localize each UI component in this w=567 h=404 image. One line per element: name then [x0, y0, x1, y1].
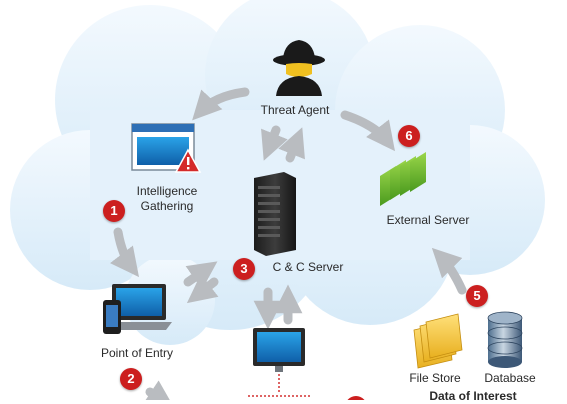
arrow-entry-down [142, 380, 175, 400]
point-of-entry-icon [103, 284, 172, 334]
step-badge-partial [347, 396, 365, 400]
step-badge-5: 5 [466, 285, 488, 307]
intelligence-gathering-label: Intelligence Gathering [136, 184, 198, 213]
threat-agent-label: Threat Agent [260, 103, 330, 117]
step-badge-1: 1 [103, 200, 125, 222]
arrow-agent-to-intel [192, 87, 250, 121]
arrow-data-to-external [431, 247, 467, 295]
data-of-interest-label: Data of Interest [429, 389, 517, 403]
arrow-agent-to-external [340, 110, 396, 152]
target-monitor-icon [248, 328, 312, 397]
threat-agent-icon [273, 40, 325, 96]
step-badge-2: 2 [120, 368, 142, 390]
flow-arrows [110, 87, 467, 400]
external-server-icon [380, 152, 426, 206]
cc-server-icon [254, 172, 296, 256]
step-badge-6: 6 [398, 125, 420, 147]
intel-window-icon [131, 123, 202, 173]
database-icon [487, 311, 523, 368]
arrow-cc-to-agent [278, 127, 305, 163]
database-label: Database [484, 371, 536, 385]
file-store-icon [413, 313, 463, 369]
step-badge-3: 3 [233, 258, 255, 280]
file-store-label: File Store [409, 371, 461, 385]
cc-server-label: C & C Server [272, 260, 344, 274]
warning-icon [174, 148, 202, 173]
arrow-agent-to-cc [261, 125, 288, 161]
arrow-intel-to-entry [110, 227, 140, 278]
arrow-cc-to-entry [186, 274, 219, 304]
external-server-label: External Server [386, 213, 470, 227]
point-of-entry-label: Point of Entry [100, 346, 174, 360]
